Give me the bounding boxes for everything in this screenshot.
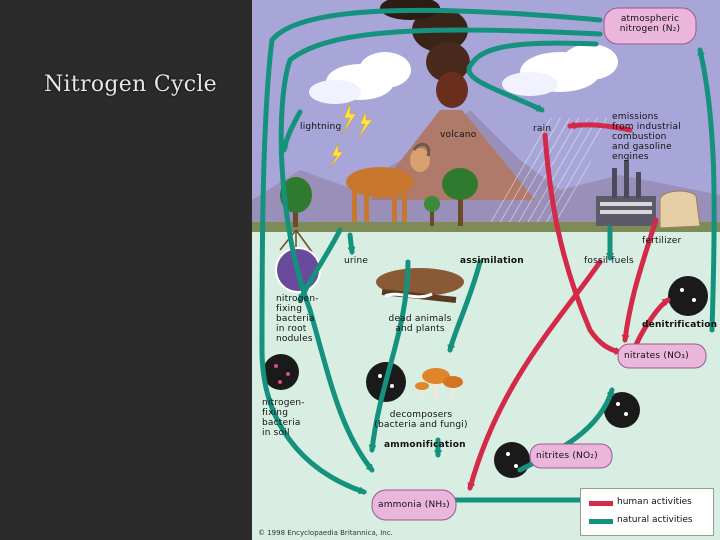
label-lightning: lightning xyxy=(300,122,342,132)
label-urine: urine xyxy=(344,256,369,266)
ammonia-pill xyxy=(371,489,457,521)
label-dead-animals: dead animals and plants xyxy=(388,314,452,334)
legend: human activities natural activities xyxy=(580,488,714,536)
label-fossil-fuels: fossil fuels xyxy=(584,256,634,266)
legend-swatch-human xyxy=(589,501,613,506)
legend-label-natural: natural activities xyxy=(617,515,693,525)
label-rain: rain xyxy=(533,124,552,134)
nitrites-pill xyxy=(529,443,613,469)
fertilizer-bag xyxy=(659,190,701,229)
slide-title: Nitrogen Cycle xyxy=(44,72,217,97)
cloud-right xyxy=(502,44,618,96)
volcano-smoke xyxy=(380,0,470,108)
label-volcano: volcano xyxy=(440,130,477,140)
nitrates-pill xyxy=(617,343,707,369)
bacteria-nitrites xyxy=(494,442,530,478)
label-atmospheric-nitrogen: atmospheric nitrogen (N₂) xyxy=(619,14,681,34)
ground-surface xyxy=(252,222,720,232)
label-nitrates: nitrates (NO₃) xyxy=(624,351,689,361)
label-emissions: emissions from industrial combustion and… xyxy=(612,112,681,162)
bacteria-denitrification xyxy=(668,276,708,316)
tree-left xyxy=(279,177,313,256)
label-denitrification: denitrification xyxy=(642,320,718,330)
label-ammonification: ammonification xyxy=(384,440,466,450)
cloud-left xyxy=(309,52,411,104)
label-fertilizer: fertilizer xyxy=(642,236,682,246)
label-nitrites: nitrites (NO₂) xyxy=(536,451,598,461)
legend-label-human: human activities xyxy=(617,497,692,507)
rain-streaks xyxy=(480,118,610,230)
nitrogen-cycle-diagram xyxy=(252,0,720,540)
goat-illustration xyxy=(346,142,431,222)
label-decomposers: decomposers (bacteria and fungi) xyxy=(374,410,468,430)
label-nitrogen-fixing-soil: nitrogen- fixing bacteria in soil xyxy=(262,398,305,438)
tree-middle xyxy=(424,168,478,226)
label-nitrogen-fixing-root: nitrogen- fixing bacteria in root nodule… xyxy=(276,294,319,344)
copyright-notice: © 1998 Encyclopaedia Britannica, Inc. xyxy=(258,529,393,537)
mushrooms xyxy=(415,368,463,398)
bacteria-nitrates xyxy=(604,392,640,428)
natural-arrows xyxy=(259,7,717,504)
dead-animals-log xyxy=(376,268,464,303)
label-assimilation: assimilation xyxy=(460,256,524,266)
diagram-illustration xyxy=(252,0,720,540)
factory-illustration xyxy=(596,160,656,226)
bacteria-soil xyxy=(263,354,299,390)
human-arrows xyxy=(467,121,671,491)
legend-swatch-natural xyxy=(589,519,613,524)
lightning-bolts xyxy=(329,103,373,169)
label-ammonia: ammonia (NH₃) xyxy=(378,500,450,510)
atmospheric-nitrogen-pill xyxy=(603,7,697,45)
